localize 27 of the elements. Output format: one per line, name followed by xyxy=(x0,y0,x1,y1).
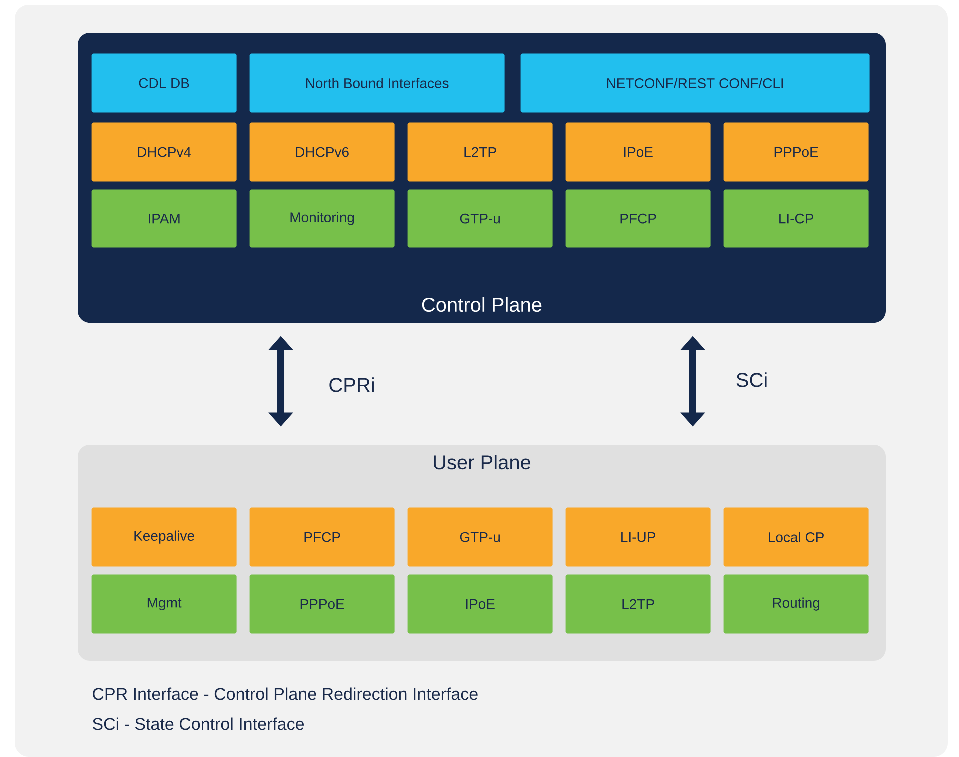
function-box: IPoE xyxy=(566,122,711,182)
function-box: IPoE xyxy=(408,574,553,634)
footnote: CPR Interface - Control Plane Redirection Interface xyxy=(93,688,478,700)
function-box: GTP-u xyxy=(408,190,553,248)
function-box: Routing xyxy=(724,574,869,634)
function-box: L2TP xyxy=(566,574,711,634)
function-box: Keepalive xyxy=(92,508,237,567)
function-box: PFCP xyxy=(566,190,711,248)
function-box: North Bound Interfaces xyxy=(250,54,505,113)
edge-label: SCi xyxy=(734,370,770,390)
footnote: SCi - State Control Interface xyxy=(92,718,304,730)
function-box: Monitoring xyxy=(250,190,395,248)
function-box: IPAM xyxy=(92,190,237,248)
function-box: DHCPv6 xyxy=(250,122,395,182)
function-box: GTP-u xyxy=(408,508,553,567)
edge-label: CPRi xyxy=(326,376,378,394)
function-box: LI-UP xyxy=(566,508,711,567)
function-box: Mgmt xyxy=(92,574,237,634)
function-box: PPPoE xyxy=(250,574,395,634)
function-box: PFCP xyxy=(250,508,395,567)
function-box: NETCONF/REST CONF/CLI xyxy=(520,54,870,113)
function-box: L2TP xyxy=(408,122,553,182)
function-box: LI-CP xyxy=(724,190,869,248)
function-box: CDL DB xyxy=(92,54,237,113)
function-box: PPPoE xyxy=(724,122,869,182)
function-box: DHCPv4 xyxy=(92,122,237,182)
function-box: Local CP xyxy=(724,508,869,567)
